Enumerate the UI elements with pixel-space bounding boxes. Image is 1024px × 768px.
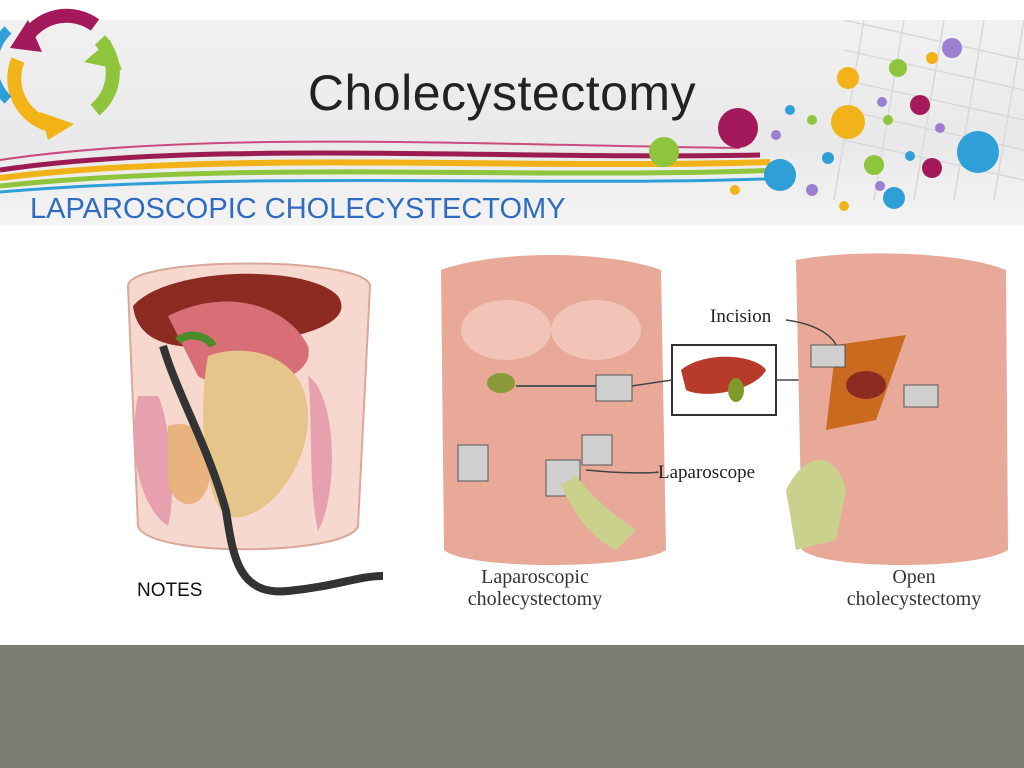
caption-open-line2: cholecystectomy <box>846 588 982 610</box>
caption-open: Open cholecystectomy <box>832 566 996 610</box>
caption-laparoscopic: Laparoscopic cholecystectomy <box>455 566 615 610</box>
cycle-arrows-logo-icon <box>0 8 122 140</box>
caption-open-line1: Open <box>892 566 936 588</box>
caption-laparoscopic-line2: cholecystectomy <box>467 588 603 610</box>
caption-laparoscopic-line1: Laparoscopic <box>481 566 589 588</box>
surgery-illustration-icon <box>441 253 1008 565</box>
notes-label: NOTES <box>137 580 203 601</box>
slide-title: Cholecystectomy <box>307 65 697 121</box>
dots-decoration <box>649 38 999 211</box>
footer-bar <box>0 645 1024 768</box>
abdomen-illustration-icon <box>126 262 384 596</box>
laparoscope-label: Laparoscope <box>658 462 756 483</box>
slide-subtitle: LAPAROSCOPIC CHOLECYSTECTOMY <box>30 193 566 225</box>
incision-label: Incision <box>710 306 772 327</box>
